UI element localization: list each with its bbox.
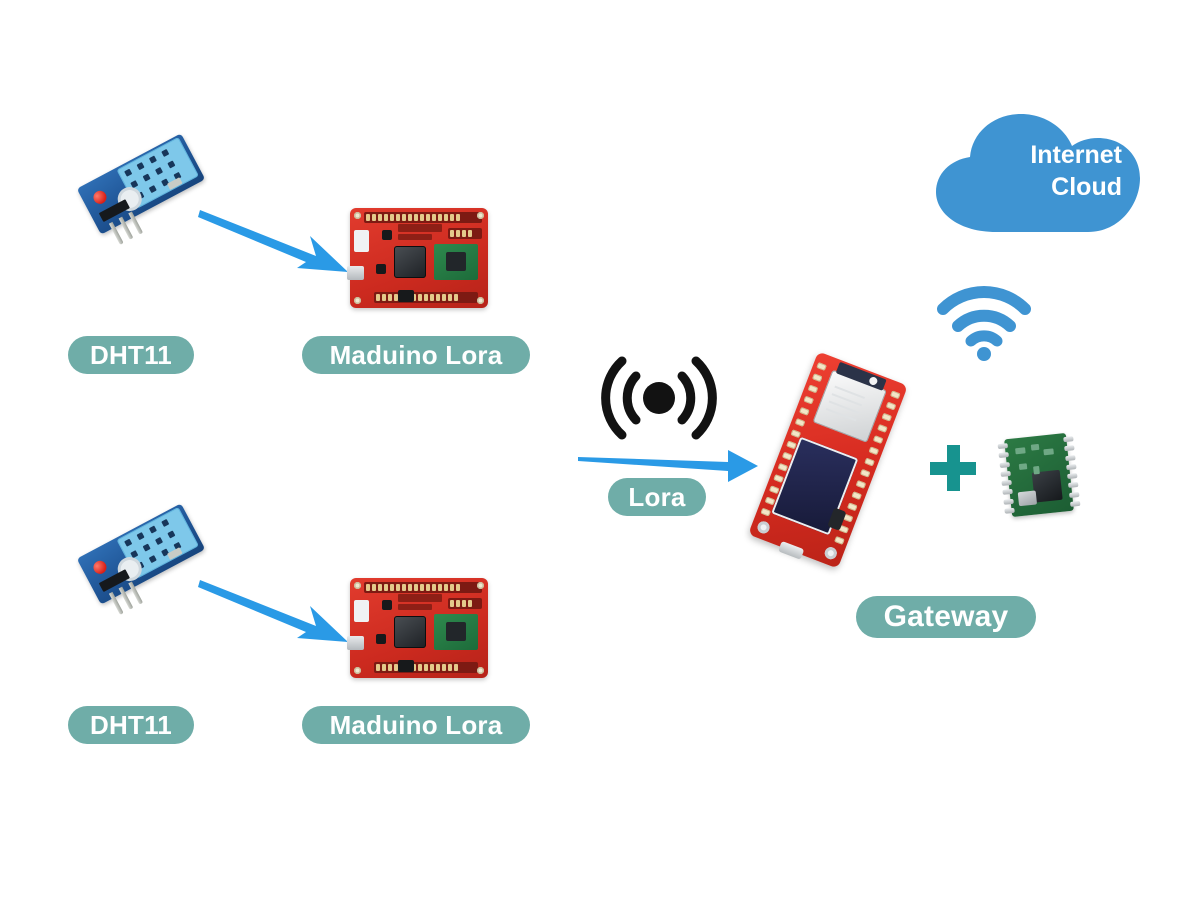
plus-icon — [930, 445, 976, 491]
maduino-lora-module — [434, 244, 478, 280]
maduino-top-header — [364, 212, 482, 223]
rfm95-crystal — [1017, 490, 1038, 507]
maduino-ic — [382, 230, 392, 240]
cloud-icon: Internet Cloud — [928, 104, 1144, 238]
label-maduino-lora-1: Maduino Lora — [302, 336, 530, 374]
label-maduino-lora-2: Maduino Lora — [302, 706, 530, 744]
label-text: Maduino Lora — [329, 709, 503, 740]
maduino-side-header — [448, 598, 482, 609]
gateway-antenna-area — [835, 361, 887, 391]
cloud-shape — [936, 114, 1140, 232]
maduino-button — [398, 660, 414, 672]
maduino-button — [398, 290, 414, 302]
maduino-jst-connector — [354, 600, 369, 622]
label-text: Maduino Lora — [329, 339, 503, 370]
dht11-sensor-icon-2 — [76, 503, 206, 615]
maduino-lora-board-icon-2 — [347, 578, 488, 678]
esp32-oled-board-icon — [748, 351, 908, 569]
maduino-mcu-chip — [394, 246, 426, 278]
maduino-usb-port — [347, 266, 364, 280]
maduino-lora-module — [434, 614, 478, 650]
maduino-jst-connector — [354, 230, 369, 252]
maduino-usb-port — [347, 636, 364, 650]
label-text: Lora — [628, 481, 686, 512]
maduino-bottom-header — [374, 292, 478, 303]
maduino-top-header — [364, 582, 482, 593]
maduino-silkscreen — [398, 234, 432, 240]
dht11-sensor-icon — [76, 133, 206, 245]
arrow-lora-link — [578, 450, 758, 482]
maduino-side-header — [448, 228, 482, 239]
arrow-dht11-to-maduino-1 — [198, 210, 348, 272]
maduino-ic — [382, 600, 392, 610]
label-text: DHT11 — [90, 339, 172, 370]
rfm95-lora-module-icon — [996, 428, 1083, 522]
label-dht11-1: DHT11 — [68, 336, 194, 374]
wifi-icon — [937, 286, 1031, 361]
label-text: DHT11 — [90, 709, 172, 740]
maduino-mcu-chip — [394, 616, 426, 648]
maduino-bottom-header — [374, 662, 478, 673]
maduino-ic — [376, 264, 386, 274]
maduino-ic — [376, 634, 386, 644]
label-gateway: Gateway — [856, 596, 1036, 638]
arrow-dht11-to-maduino-2 — [198, 580, 348, 642]
label-text: Gateway — [883, 600, 1009, 633]
rf-broadcast-icon — [601, 356, 717, 440]
label-dht11-2: DHT11 — [68, 706, 194, 744]
maduino-silkscreen — [398, 594, 442, 602]
label-lora: Lora — [608, 478, 706, 516]
maduino-silkscreen — [398, 224, 442, 232]
maduino-silkscreen — [398, 604, 432, 610]
maduino-lora-board-icon-1 — [347, 208, 488, 308]
